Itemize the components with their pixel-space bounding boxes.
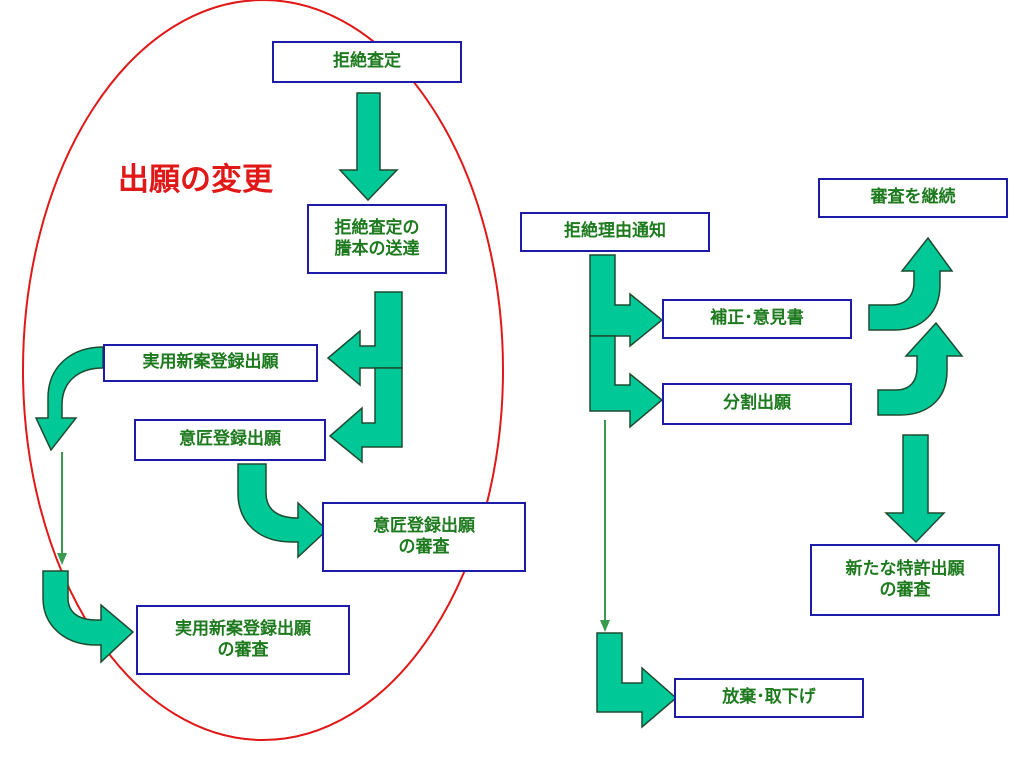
amendment-opinion-box: 補正･意見書	[662, 299, 852, 339]
down-arrow	[338, 92, 399, 202]
bent-arrow-to-utility-application	[326, 291, 403, 387]
certified-copy-delivery-box: 拒絶査定の 謄本の送達	[307, 204, 447, 274]
bracket-arrow-to-divisional	[589, 335, 664, 429]
new-patent-examination-box: 新たな特許出願 の審査	[810, 544, 1000, 616]
curved-arrow-to-utility-examination	[42, 570, 135, 664]
conversion-scope-ellipse	[22, 0, 504, 741]
abandon-withdraw-box: 放棄･取下げ	[674, 678, 864, 718]
continue-examination-box: 審査を継続	[818, 178, 1008, 218]
application-conversion-heading: 出願の変更	[118, 162, 273, 198]
utility-model-application-box: 実用新案登録出願	[103, 344, 318, 382]
curved-arrow-amendment-up	[868, 236, 954, 331]
notice-of-refusal-box: 拒絶理由通知	[520, 212, 710, 252]
bent-arrow-to-abandon	[596, 632, 678, 729]
thin-arrow-right-head	[600, 620, 610, 632]
thin-arrow-left-head	[57, 553, 67, 565]
design-examination-box: 意匠登録出願 の審査	[322, 502, 526, 572]
curved-arrow-divisional-up	[877, 321, 964, 416]
curved-arrow-utility-down	[34, 346, 104, 452]
down-arrow-to-new-patent	[884, 434, 946, 544]
refusal-decision-box: 拒絶査定	[272, 41, 462, 83]
utility-model-examination-box: 実用新案登録出願 の審査	[136, 605, 350, 675]
design-application-box: 意匠登録出願	[134, 419, 326, 461]
curved-arrow-to-design-examination	[237, 463, 329, 559]
divisional-application-box: 分割出願	[662, 383, 852, 425]
bent-arrow-to-design-application	[328, 367, 403, 464]
bracket-arrow-to-amendment	[589, 254, 664, 348]
